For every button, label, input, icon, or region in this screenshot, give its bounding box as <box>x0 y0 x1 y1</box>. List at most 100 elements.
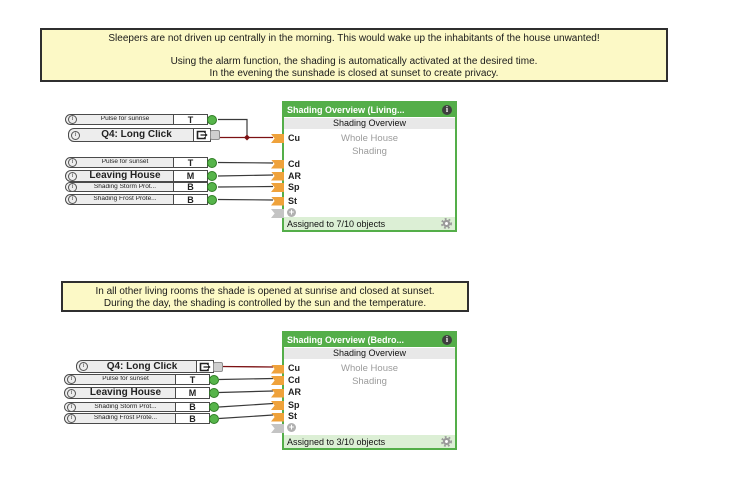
comment-note-living-rooms[interactable]: In all other living rooms the shade is o… <box>61 281 469 312</box>
output-connector[interactable] <box>209 388 219 398</box>
connector-type: B <box>175 402 209 412</box>
input-pin-label: AR <box>288 170 301 181</box>
block-subtitle: Shading Overview <box>284 348 455 359</box>
add-input-icon[interactable]: + <box>287 422 296 432</box>
input-label: Shading Storm Prot... <box>94 403 157 410</box>
input-connector-extra[interactable] <box>271 209 284 218</box>
input-label: Shading Frost Prote... <box>93 415 158 422</box>
info-icon: i <box>68 115 77 124</box>
block-description: Whole House <box>340 133 399 144</box>
input-block-shading-storm-protection[interactable]: i Shading Storm Prot... B <box>65 182 217 192</box>
input-label: Shading Frost Prote... <box>93 196 157 203</box>
input-label: Pulse for sunset <box>101 159 149 166</box>
input-block-shading-storm-protection[interactable]: i Shading Storm Prot... B <box>64 402 219 412</box>
output-connector[interactable] <box>213 361 223 372</box>
input-connector-cu[interactable] <box>271 134 284 143</box>
info-icon: i <box>67 402 76 412</box>
input-connector-cd[interactable] <box>271 159 284 169</box>
info-icon: i <box>68 182 77 192</box>
input-block-shading-frost-protection[interactable]: i Shading Frost Prote... B <box>64 413 219 424</box>
input-block-q4-long-click[interactable]: i Q4: Long Click <box>68 128 220 142</box>
input-label: Q4: Long Click <box>101 130 172 140</box>
output-connector[interactable] <box>209 374 219 385</box>
input-block-pulse-for-sunset[interactable]: i Pulse for sunset T <box>64 374 219 385</box>
gear-icon[interactable] <box>441 218 452 229</box>
connector-type: T <box>173 115 207 125</box>
wire <box>218 390 274 394</box>
input-block-leaving-house[interactable]: i Leaving House M <box>64 387 219 399</box>
output-reference-icon <box>193 129 210 141</box>
info-icon[interactable]: i <box>442 105 452 115</box>
input-connector-st[interactable] <box>271 412 284 422</box>
input-pin-label: Sp <box>288 182 300 192</box>
output-connector[interactable] <box>207 194 217 205</box>
gear-icon[interactable] <box>441 436 452 447</box>
info-icon: i <box>67 414 76 423</box>
block-subtitle: Shading Overview <box>284 118 455 129</box>
wire <box>218 118 248 138</box>
wire <box>219 365 274 368</box>
block-description: Shading <box>352 375 387 387</box>
output-connector[interactable] <box>210 130 220 140</box>
output-connector[interactable] <box>207 182 217 192</box>
info-icon: i <box>67 375 76 384</box>
input-pin-label: Sp <box>288 399 300 410</box>
input-block-leaving-house[interactable]: i Leaving House M <box>65 170 217 182</box>
input-pin-label: Cd <box>288 374 300 385</box>
function-block-shading-overview-living[interactable]: Shading Overview (Living... i Shading Ov… <box>271 101 457 232</box>
note-text: Sleepers are not driven up centrally in … <box>108 33 600 44</box>
input-connector-ar[interactable] <box>271 388 284 398</box>
block-header[interactable]: Shading Overview (Bedro... i <box>284 333 455 347</box>
input-block-q4-long-click[interactable]: i Q4: Long Click <box>76 360 223 373</box>
note-text: During the day, the shading is controlle… <box>103 297 427 309</box>
add-input-icon[interactable]: + <box>287 207 296 217</box>
input-connector-extra[interactable] <box>271 424 284 433</box>
wire <box>217 161 274 164</box>
connector-type: B <box>175 414 209 424</box>
input-pin-label: AR <box>288 387 301 397</box>
wire-junction <box>244 134 250 141</box>
output-connector[interactable] <box>209 402 219 412</box>
output-connector[interactable] <box>207 171 217 181</box>
block-description: Whole House <box>340 363 399 374</box>
block-header[interactable]: Shading Overview (Living... i <box>284 103 455 117</box>
info-icon: i <box>71 130 80 140</box>
output-connector[interactable] <box>207 157 217 168</box>
connector-type: B <box>173 182 207 192</box>
input-connector-sp[interactable] <box>271 401 284 410</box>
connector-type: T <box>175 375 209 385</box>
input-connector-cd[interactable] <box>271 376 284 385</box>
assigned-objects-text: Assigned to 7/10 objects <box>287 218 386 229</box>
input-block-shading-frost-protection[interactable]: i Shading Frost Prote... B <box>65 194 217 205</box>
info-icon[interactable]: i <box>442 335 452 345</box>
input-connector-st[interactable] <box>271 196 284 206</box>
input-block-pulse-for-sunset[interactable]: i Pulse for sunset T <box>65 157 217 168</box>
comment-note-morning[interactable]: Sleepers are not driven up centrally in … <box>40 28 668 82</box>
input-block-pulse-for-sunrise[interactable]: i Pulse for sunrise T <box>65 114 217 125</box>
input-label: Shading Storm Prot... <box>93 183 157 190</box>
input-label: Pulse for sunset <box>102 376 149 383</box>
wire <box>218 414 274 420</box>
input-connector-ar[interactable] <box>271 171 284 181</box>
wire <box>218 402 274 408</box>
input-connector-cu[interactable] <box>271 364 284 374</box>
output-connector[interactable] <box>209 413 219 424</box>
note-text: In all other living rooms the shade is o… <box>95 286 435 297</box>
info-icon: i <box>68 195 77 204</box>
wire <box>218 377 274 381</box>
connector-type: B <box>173 195 207 205</box>
input-connector-sp[interactable] <box>271 183 284 192</box>
info-icon: i <box>79 362 88 371</box>
wire <box>217 174 274 177</box>
block-title: Shading Overview (Living... <box>287 105 405 115</box>
note-text <box>42 45 666 57</box>
function-block-shading-overview-bedroom[interactable]: Shading Overview (Bedro... i Shading Ove… <box>271 331 457 450</box>
output-connector[interactable] <box>207 114 217 125</box>
note-text: Using the alarm function, the shading is… <box>170 56 538 67</box>
block-footer: Assigned to 3/10 objects <box>284 435 455 448</box>
connector-type: M <box>173 171 207 181</box>
info-icon: i <box>68 171 77 181</box>
block-title: Shading Overview (Bedro... <box>287 335 405 345</box>
note-text: In the evening the sunshade is closed at… <box>209 67 499 79</box>
